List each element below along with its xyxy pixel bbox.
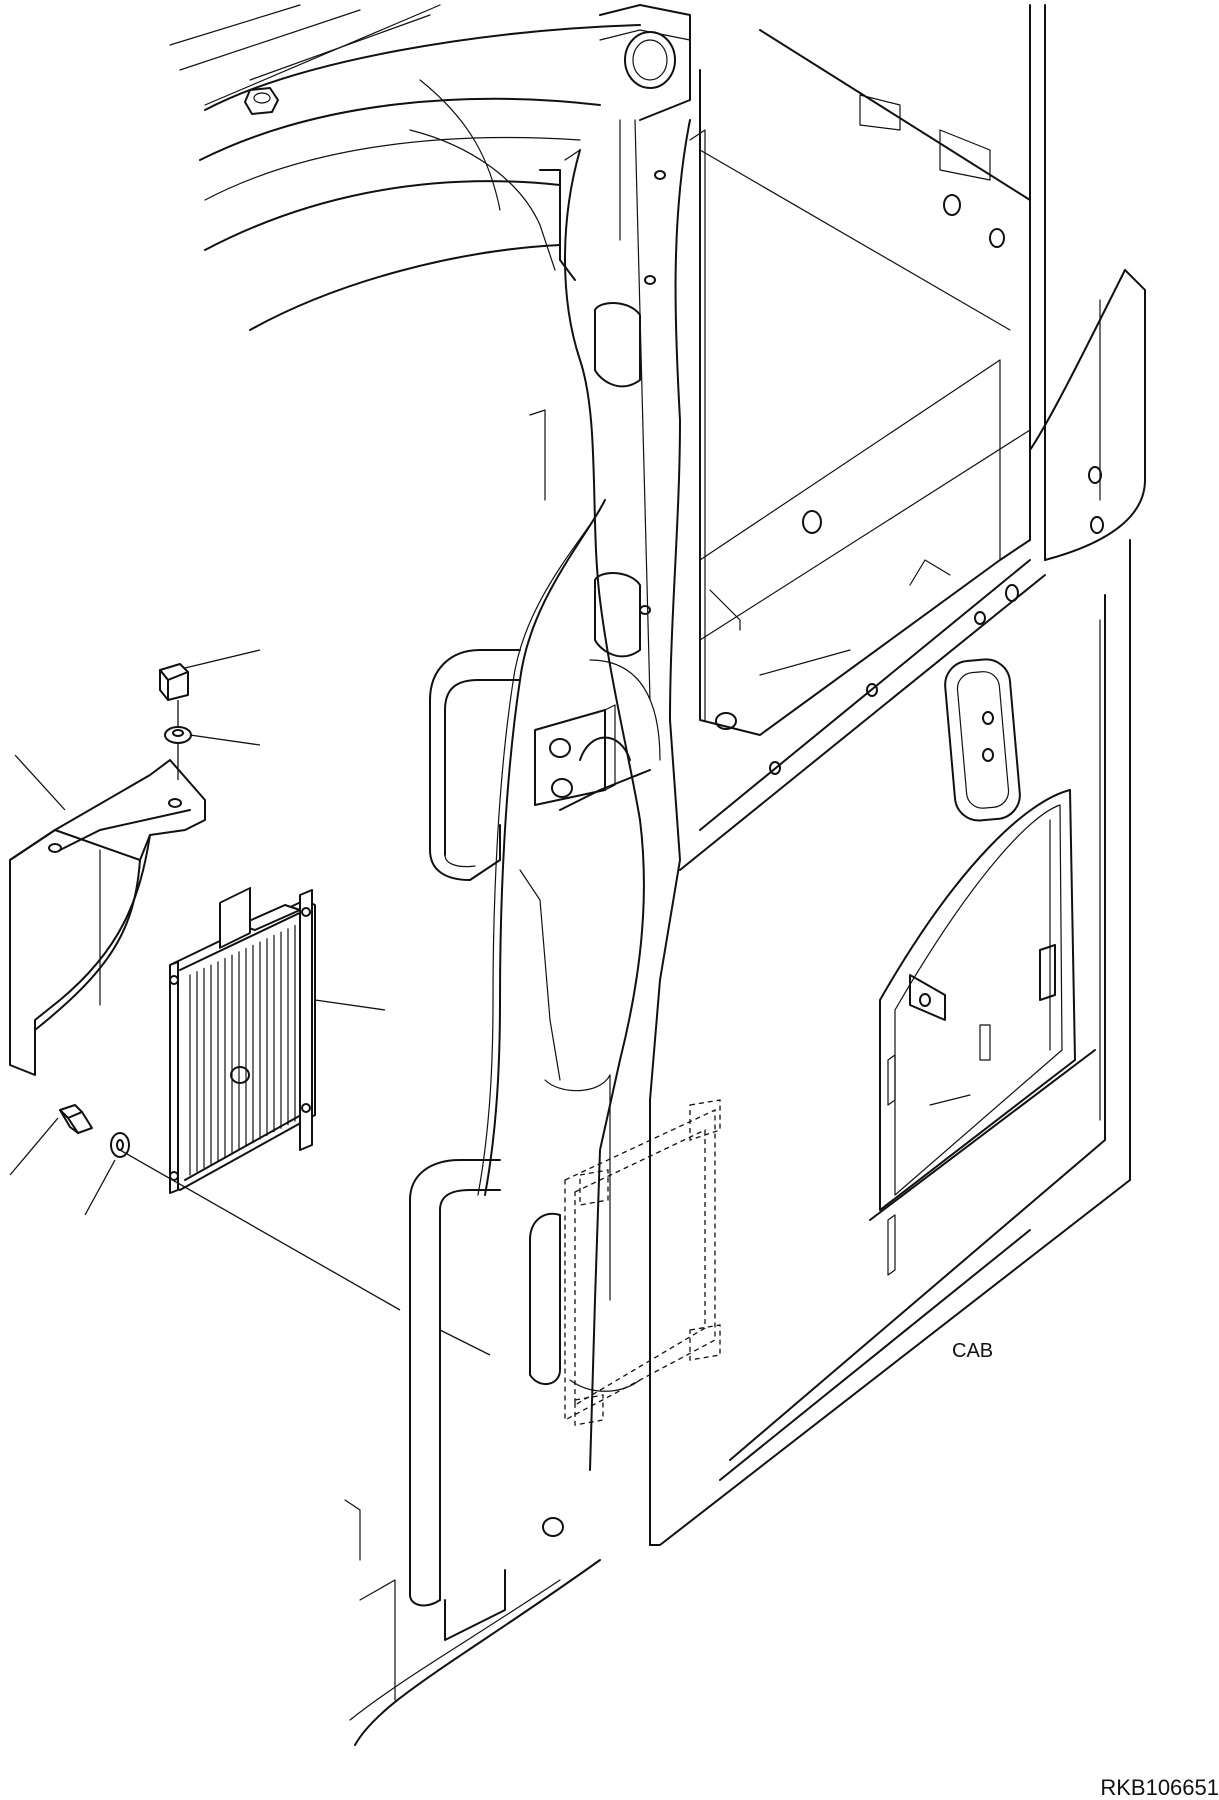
washer-upper: [164, 726, 192, 744]
cab-side-panel: [649, 539, 1131, 1546]
cab-label: CAB: [952, 1340, 993, 1362]
grab-handle-upper: [429, 649, 521, 881]
cab-interior: [699, 29, 1031, 736]
grab-handle-lower: [409, 1159, 561, 1607]
assembly-lines: [119, 700, 491, 1356]
drawing-code-label: RKB106651: [1100, 1775, 1219, 1800]
bolt-lower: [59, 1104, 93, 1134]
cooling-fins: [189, 924, 296, 1176]
washer-lower: [110, 1132, 130, 1158]
mounting-bracket: [534, 704, 616, 806]
controller-unit: [169, 886, 316, 1194]
cab-pillar: [519, 119, 706, 1546]
bolt-upper: [159, 663, 189, 701]
cover-plate: [9, 759, 206, 1076]
wiring-harness: [477, 499, 606, 1196]
cab-roof: [169, 4, 691, 331]
cab-floor-edge: [344, 1499, 601, 1746]
leader-lines: [9, 649, 386, 1216]
cab-door-frame: [679, 4, 1146, 871]
controller-mounted-position: [564, 1099, 721, 1426]
